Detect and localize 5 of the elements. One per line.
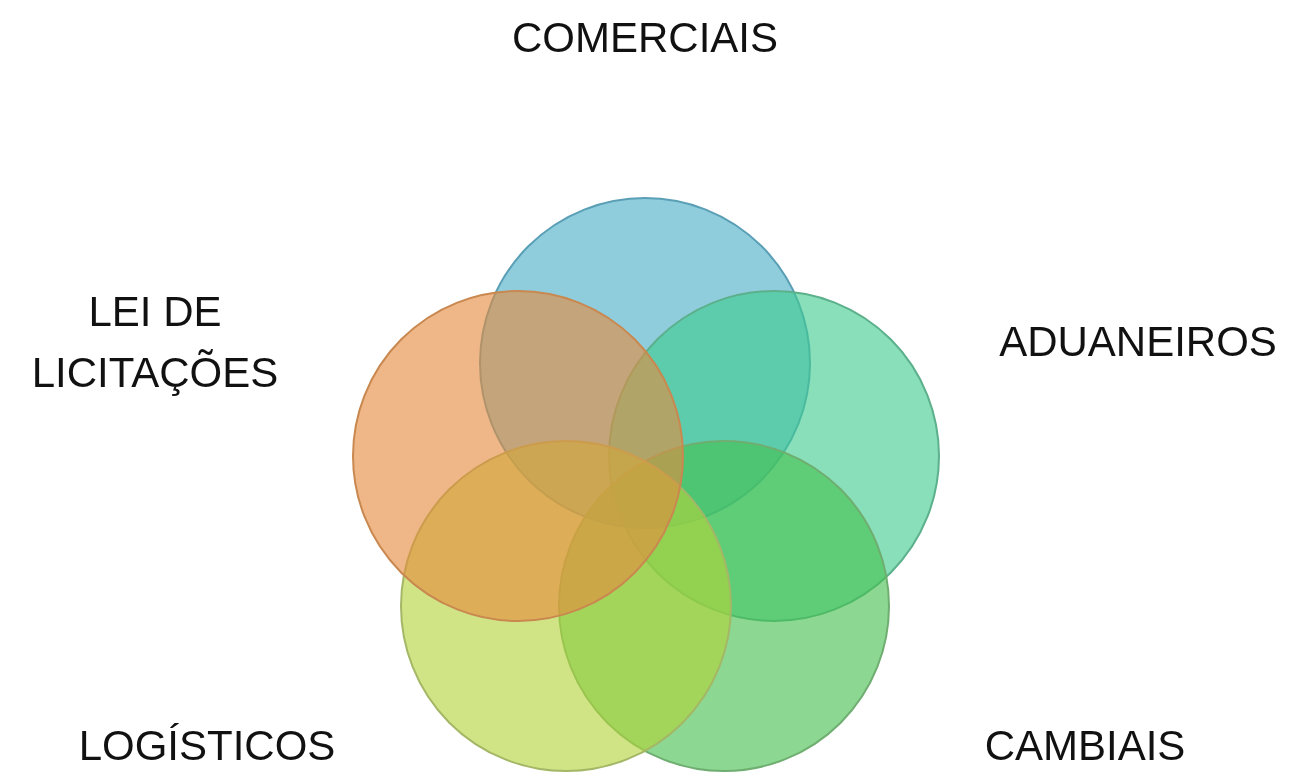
circle-label: CAMBIAIS xyxy=(983,721,1187,771)
circle-label: LOGÍSTICOS xyxy=(77,721,337,771)
circle-label: ADUANEIROS xyxy=(998,317,1278,367)
circle-label: COMERCIAIS xyxy=(511,13,779,63)
circle-label: LEI DE LICITAÇÕES xyxy=(30,287,280,398)
